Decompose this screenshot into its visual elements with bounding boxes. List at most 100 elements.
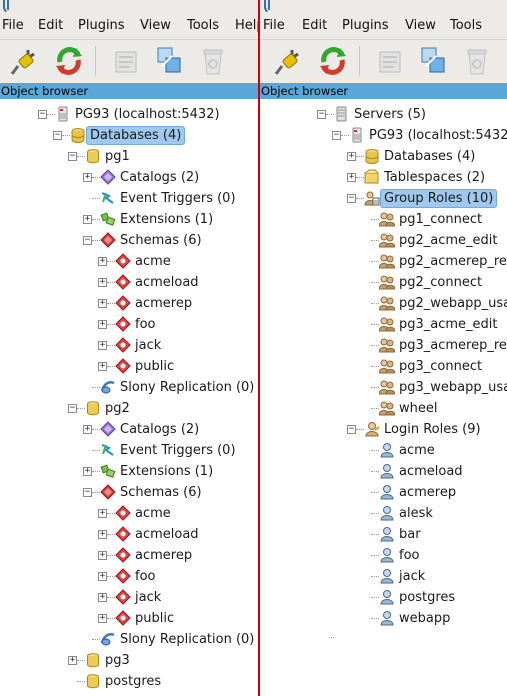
tree-node-label[interactable]: PG93 (localhost:5432) — [369, 128, 507, 143]
expand-toggle[interactable]: + — [98, 256, 107, 266]
tree-node-label[interactable]: pg3_webapp_usage — [399, 380, 507, 395]
tree-node-label[interactable]: pg3 — [105, 653, 130, 668]
expand-toggle[interactable]: + — [98, 571, 107, 581]
tree-node-pg2-connect[interactable]: pg2_connect — [260, 272, 507, 293]
tree-node-acmerep[interactable]: +acmerep — [0, 293, 258, 314]
tree-node-pg3-acmerep-read[interactable]: pg3_acmerep_read — [260, 335, 507, 356]
tree-node-label[interactable]: jack — [135, 338, 162, 353]
tree-node-label[interactable]: Event Triggers (0) — [120, 443, 236, 458]
tree-node-label[interactable]: bar — [399, 527, 421, 542]
tree-node-label[interactable]: pg2 — [105, 401, 130, 416]
tree-node-label[interactable]: Login Roles (9) — [384, 422, 481, 437]
tree-node-acmeload[interactable]: acmeload — [260, 461, 507, 482]
tree-node-pg3-connect[interactable]: pg3_connect — [260, 356, 507, 377]
tree-node-public[interactable]: +public — [0, 608, 258, 629]
menu-edit[interactable]: Edit — [302, 18, 328, 33]
expand-toggle[interactable]: + — [98, 361, 107, 371]
tree-node-pg93-localhost-5432[interactable]: −PG93 (localhost:5432) — [0, 104, 258, 125]
tree-node-label[interactable]: Servers (5) — [354, 107, 426, 122]
collapse-toggle[interactable]: − — [347, 193, 356, 203]
tree-node-wheel[interactable]: wheel — [260, 398, 507, 419]
tree-node-pg1[interactable]: −pg1 — [0, 146, 258, 167]
tree-node-label[interactable]: Databases (4) — [86, 126, 186, 145]
tree-node-label[interactable]: Catalogs (2) — [120, 422, 200, 437]
expand-toggle[interactable]: + — [83, 424, 92, 434]
tree-node-group-roles-10[interactable]: −Group Roles (10) — [260, 188, 507, 209]
tree-node-label[interactable]: Event Triggers (0) — [120, 191, 236, 206]
menu-file[interactable]: File — [263, 18, 285, 33]
tree-node-label[interactable]: pg2_acmerep_read — [399, 254, 507, 269]
properties-icon[interactable] — [372, 44, 406, 78]
tree-node-label[interactable]: acmeload — [135, 527, 199, 542]
tree-node-pg2-acmerep-read[interactable]: pg2_acmerep_read — [260, 251, 507, 272]
tree-node-jack[interactable]: jack — [260, 566, 507, 587]
tree-node-acme[interactable]: acme — [260, 440, 507, 461]
tree-node-jack[interactable]: + jack — [0, 335, 258, 356]
tree-node-label[interactable]: pg2_webapp_usage — [399, 296, 507, 311]
object-browser-tree[interactable]: − Servers (5) − PG93 (localhost:5432) +Datab… — [260, 100, 507, 696]
tree-node-postgres[interactable]: postgres — [260, 587, 507, 608]
tree-node-postgres[interactable]: postgres — [0, 671, 258, 692]
tree-node-pg3-webapp-usage[interactable]: pg3_webapp_usage — [260, 377, 507, 398]
collapse-toggle[interactable]: − — [317, 109, 326, 119]
tree-node-pg1-connect[interactable]: pg1_connect — [260, 209, 507, 230]
tree-node-acmerep[interactable]: acmerep — [260, 482, 507, 503]
tree-node-label[interactable]: Extensions (1) — [120, 464, 214, 479]
expand-toggle[interactable]: + — [98, 529, 107, 539]
tree-node-login-roles-9[interactable]: −Login Roles (9) — [260, 419, 507, 440]
tree-node-label[interactable]: alesk — [399, 506, 433, 521]
tree-node-event-triggers-0[interactable]: Event Triggers (0) — [0, 440, 258, 461]
tree-node-label[interactable]: Extensions (1) — [120, 212, 214, 227]
expand-toggle[interactable]: + — [347, 151, 356, 161]
tree-node-acmeload[interactable]: +acmeload — [0, 272, 258, 293]
tree-node-label[interactable]: acme — [135, 254, 171, 269]
tree-node-webapp[interactable]: webapp — [260, 608, 507, 629]
tree-node-label[interactable]: public — [135, 611, 175, 626]
expand-toggle[interactable]: + — [98, 592, 107, 602]
menu-edit[interactable]: Edit — [38, 18, 64, 33]
tree-node-label[interactable]: acmerep — [399, 485, 457, 500]
expand-toggle[interactable]: + — [68, 655, 77, 665]
tree-node-extensions-1[interactable]: +Extensions (1) — [0, 209, 258, 230]
tree-node-pg2-webapp-usage[interactable]: pg2_webapp_usage — [260, 293, 507, 314]
properties-icon[interactable] — [108, 44, 142, 78]
tree-node-label[interactable]: Catalogs (2) — [120, 170, 200, 185]
tree-node-label[interactable]: foo — [399, 548, 420, 563]
tree-node-databases-4[interactable]: +Databases (4) — [260, 146, 507, 167]
delete-icon[interactable] — [460, 44, 494, 78]
tree-node-servers-5[interactable]: − Servers (5) — [260, 104, 507, 125]
tree-node-acme[interactable]: + acme — [0, 251, 258, 272]
expand-toggle[interactable]: + — [98, 340, 107, 350]
plug-icon[interactable] — [8, 44, 42, 78]
tree-node-label[interactable]: postgres — [399, 590, 456, 605]
tree-node-catalogs-2[interactable]: + Catalogs (2) — [0, 419, 258, 440]
tree-node-label[interactable]: wheel — [399, 401, 438, 416]
create-object-icon[interactable] — [152, 44, 186, 78]
object-browser-tree[interactable]: −PG93 (localhost:5432) − Databases (4)−pg1… — [0, 100, 258, 696]
tree-node-label[interactable]: foo — [135, 569, 156, 584]
tree-node-acmeload[interactable]: + acmeload — [0, 524, 258, 545]
menu-help[interactable]: Help — [235, 18, 258, 33]
tree-node-schemas-6[interactable]: −Schemas (6) — [0, 230, 258, 251]
menu-plugins[interactable]: Plugins — [342, 18, 389, 33]
tree-node-label[interactable]: Schemas (6) — [120, 233, 202, 248]
refresh-icon[interactable] — [52, 44, 86, 78]
tree-node-label[interactable]: jack — [135, 590, 162, 605]
tree-node-jack[interactable]: + jack — [0, 587, 258, 608]
expand-toggle[interactable]: + — [83, 466, 92, 476]
expand-toggle[interactable]: + — [98, 298, 107, 308]
collapse-toggle[interactable]: − — [68, 403, 77, 413]
menu-tools[interactable]: Tools — [450, 18, 483, 33]
tree-node-slony-replication-0[interactable]: Slony Replication (0) — [0, 377, 258, 398]
collapse-toggle[interactable]: − — [332, 130, 341, 140]
menu-view[interactable]: View — [140, 18, 171, 33]
tree-node-label[interactable]: pg2_connect — [399, 275, 483, 290]
expand-toggle[interactable]: + — [98, 550, 107, 560]
tree-node-label[interactable]: pg3_acmerep_read — [399, 338, 507, 353]
tree-node-label[interactable]: acmeload — [399, 464, 463, 479]
tree-node-label[interactable]: Slony Replication (0) — [120, 632, 255, 647]
menu-tools[interactable]: Tools — [187, 18, 220, 33]
menu-plugins[interactable]: Plugins — [78, 18, 125, 33]
tree-node-label[interactable]: acmerep — [135, 548, 193, 563]
refresh-icon[interactable] — [316, 44, 350, 78]
